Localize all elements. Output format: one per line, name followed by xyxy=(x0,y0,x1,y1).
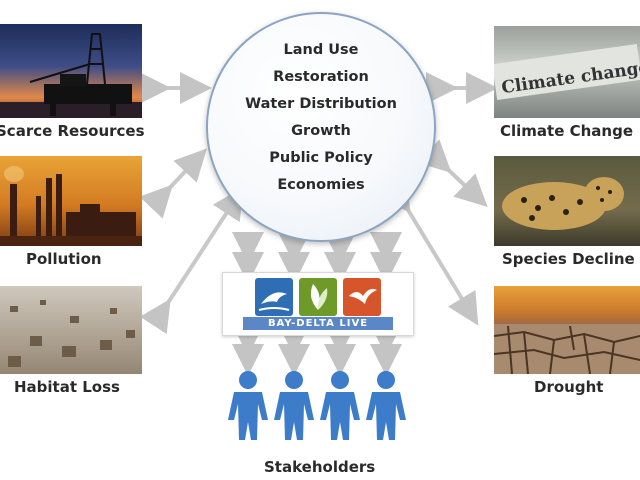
clearcut-photo xyxy=(0,286,142,374)
dolphin-tile-icon xyxy=(255,278,293,316)
hub-topic: Water Distribution xyxy=(245,96,397,112)
hub-topic: Public Policy xyxy=(269,150,373,166)
newspaper-photo: Climate change xyxy=(494,26,640,118)
hub-topic: Land Use xyxy=(283,42,359,58)
caption-stakeholders: Stakeholders xyxy=(264,458,376,476)
issues-hub: Land Use Restoration Water Distribution … xyxy=(206,12,436,242)
caption-climate-change: Climate Change xyxy=(500,122,634,140)
bay-delta-live-logo: BAY-DELTA LIVE xyxy=(222,272,414,336)
arrow-drought xyxy=(380,178,479,326)
hub-topic: Restoration xyxy=(273,69,369,85)
bird-tile-icon xyxy=(343,278,381,316)
arrow-pollution xyxy=(139,148,207,219)
logo-text: BAY-DELTA LIVE xyxy=(243,317,393,330)
smokestacks-photo xyxy=(0,156,142,246)
leaf-tile-icon xyxy=(299,278,337,316)
caption-drought: Drought xyxy=(534,378,604,396)
hub-topic: Economies xyxy=(277,177,365,193)
leopard-photo xyxy=(494,156,640,246)
hub-topic: Growth xyxy=(291,123,351,139)
arrow-species-decline xyxy=(417,139,488,207)
caption-pollution: Pollution xyxy=(26,250,102,268)
caption-scarce-resources: Scarce Resources xyxy=(0,122,145,140)
oil-rig-photo xyxy=(0,24,142,118)
caption-habitat-loss: Habitat Loss xyxy=(14,378,120,396)
cracked-earth-photo xyxy=(494,286,640,374)
arrow-habitat-loss xyxy=(139,186,244,335)
caption-species-decline: Species Decline xyxy=(502,250,635,268)
